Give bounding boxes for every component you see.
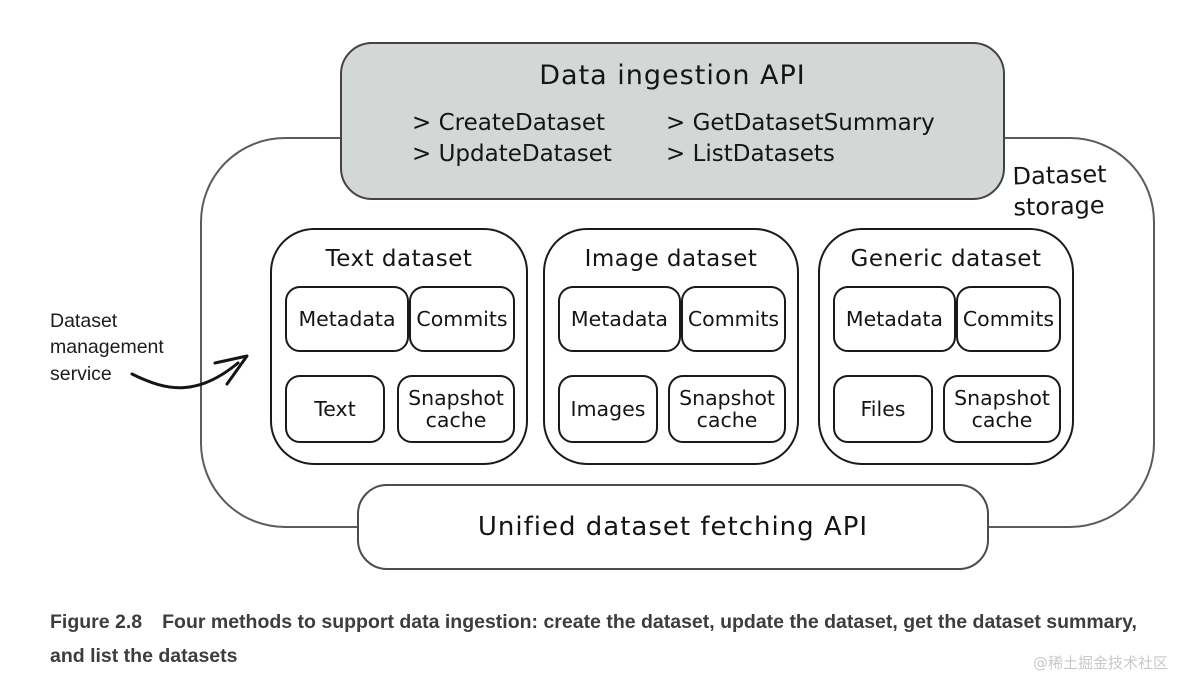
dataset-card-generic: Generic dataset Metadata Commits Files S… [818,228,1074,465]
cell-metadata: Metadata [285,286,409,352]
cell-files: Files [833,375,933,443]
card-row: Metadata Commits [558,286,786,352]
api-method-get-dataset-summary: > GetDatasetSummary [666,110,935,136]
storage-label: Dataset storage [1012,160,1107,222]
card-title: Text dataset [325,246,473,272]
card-row: Text Snapshot cache [285,375,515,443]
api-method-list: > CreateDataset > GetDatasetSummary > Up… [412,110,935,167]
cell-commits: Commits [955,286,1061,352]
card-title: Generic dataset [850,246,1042,272]
cell-commits: Commits [409,286,515,352]
cell-images: Images [558,375,658,443]
cell-snapshot-cache: Snapshot cache [943,375,1061,443]
cell-snapshot-cache: Snapshot cache [668,375,786,443]
api-title: Data ingestion API [539,60,806,91]
card-row: Metadata Commits [833,286,1061,352]
card-row: Images Snapshot cache [558,375,786,443]
dataset-card-text: Text dataset Metadata Commits Text Snaps… [270,228,528,465]
dataset-card-image: Image dataset Metadata Commits Images Sn… [543,228,799,465]
figure-caption-text: Four methods to support data ingestion: … [50,611,1137,667]
data-ingestion-api-box: Data ingestion API > CreateDataset > Get… [340,42,1005,200]
api-method-create-dataset: > CreateDataset [412,110,606,136]
cell-metadata: Metadata [833,286,956,352]
watermark: @稀土掘金技术社区 [1032,654,1168,672]
cell-text: Text [285,375,385,443]
figure-number: Figure 2.8 [50,611,143,633]
cell-commits: Commits [680,286,786,352]
cell-metadata: Metadata [558,286,681,352]
api-method-list-datasets: > ListDatasets [666,141,835,167]
unified-fetching-api-box: Unified dataset fetching API [357,484,989,570]
card-row: Metadata Commits [285,286,515,352]
cell-snapshot-cache: Snapshot cache [397,375,515,443]
unified-fetching-api-label: Unified dataset fetching API [477,512,869,542]
api-method-update-dataset: > UpdateDataset [412,141,612,167]
card-title: Image dataset [584,246,758,272]
card-row: Files Snapshot cache [833,375,1061,443]
management-service-label: Dataset management service [50,310,164,385]
